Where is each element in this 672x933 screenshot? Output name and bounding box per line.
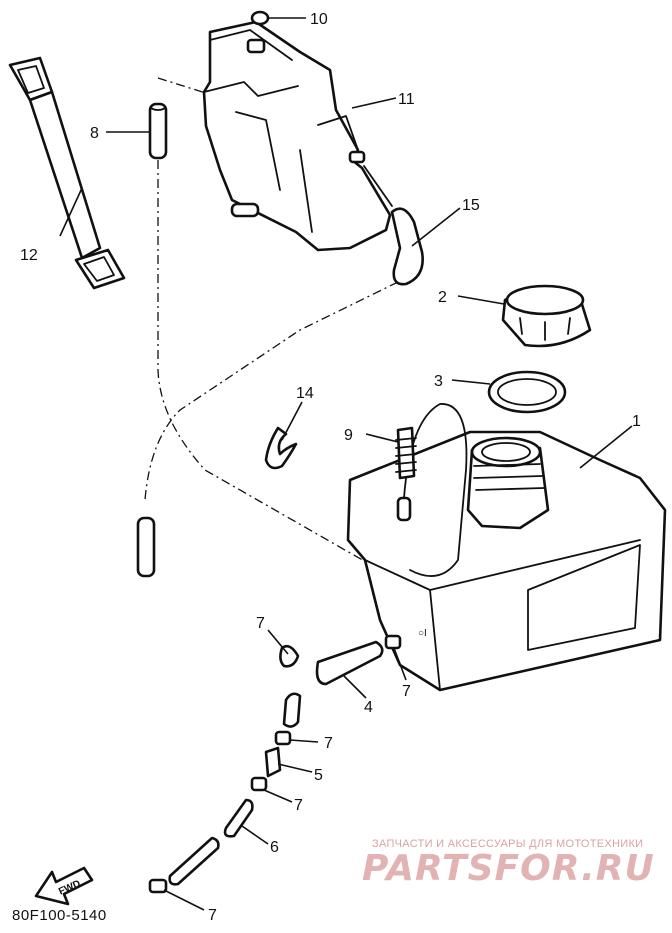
fwd-arrow: FWD [34, 866, 94, 906]
drawing-code: 80F100-5140 [12, 907, 107, 924]
callout-4: 4 [364, 699, 373, 716]
callout-15: 15 [462, 197, 480, 214]
hose-clamp-1 [384, 634, 402, 650]
callout-3: 3 [434, 373, 443, 390]
callout-8: 8 [90, 125, 99, 142]
callout-11: 11 [398, 91, 415, 108]
wire-clip [264, 426, 298, 470]
reservoir-tank [202, 20, 393, 252]
hose-clamp-2 [274, 730, 292, 746]
spring-hose [395, 426, 417, 480]
callout-10: 9 [344, 427, 353, 444]
callout-5: 5 [314, 767, 323, 784]
callout-6: 6 [270, 839, 279, 856]
short-hose [148, 102, 168, 160]
hose-fitting [264, 746, 282, 778]
callout-1: 1 [632, 413, 641, 430]
callout-7-c: 7 [294, 797, 303, 814]
callout-14: 14 [296, 385, 314, 402]
fuel-hose-lower [282, 692, 302, 728]
reservoir-cap [250, 10, 270, 26]
gasket [487, 370, 567, 414]
callout-9: 7 [256, 615, 265, 632]
watermark-logo: PARTSFOR.RU [362, 848, 655, 889]
main-tank: ○I [346, 403, 667, 692]
callout-7-d: 7 [208, 907, 217, 924]
tank-cap [501, 284, 592, 348]
callout-2: 2 [438, 289, 447, 306]
callout-13: 10 [310, 11, 328, 28]
hose-clamp-3 [250, 776, 268, 792]
drain-hose [136, 516, 156, 578]
svg-text:○I: ○I [418, 628, 427, 639]
leader-lines [59, 17, 633, 911]
hose-clamp-4 [148, 878, 168, 894]
callout-7-a: 7 [402, 683, 411, 700]
lower-hose-2 [168, 836, 220, 886]
fuel-hose [315, 640, 384, 686]
callout-12: 12 [20, 247, 38, 264]
overflow-hose [390, 207, 424, 286]
lower-hose [223, 798, 254, 838]
watermark-subtitle: ЗАПЧАСТИ И АКСЕССУАРЫ ДЛЯ МОТОТЕХНИКИ [372, 838, 644, 850]
strap [8, 56, 126, 290]
callout-7-b: 7 [324, 735, 333, 752]
